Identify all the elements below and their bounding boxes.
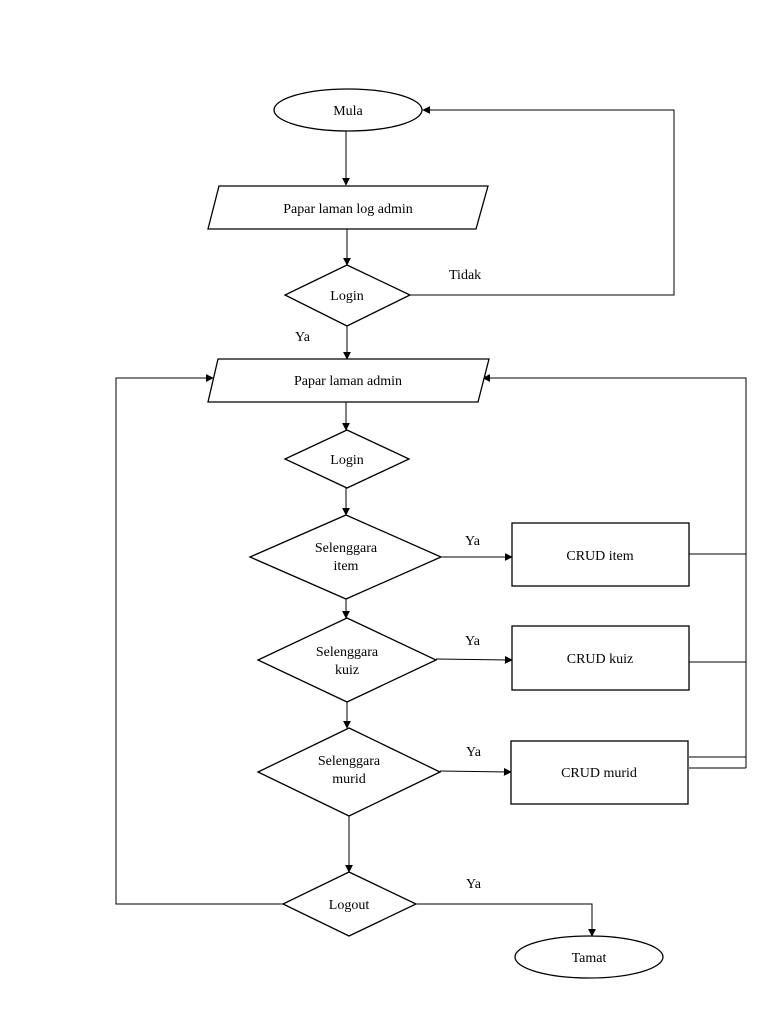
manage-student-label-line1: Selenggara (318, 754, 381, 769)
manage-item-label-line1: Selenggara (315, 541, 378, 556)
manage-quiz-decision: Selenggara kuiz (256, 617, 438, 703)
edge-label-yes-item: Ya (465, 534, 481, 549)
manage-quiz-label-line2: kuiz (335, 663, 359, 678)
login-decision-2: Login (283, 429, 411, 489)
connectors (115, 106, 747, 937)
crud-quiz-box (511, 625, 690, 691)
end-terminator (514, 935, 664, 979)
edge-label-yes-student: Ya (466, 745, 482, 760)
end-node: Tamat (514, 935, 664, 979)
arrow-manage-student-yes (439, 767, 512, 776)
manage-quiz-diamond (256, 617, 438, 703)
manage-quiz-label-line1: Selenggara (316, 645, 379, 660)
crud-item-box (511, 522, 690, 587)
arrow-manage-quiz-yes (435, 655, 513, 664)
end-label: Tamat (572, 951, 607, 966)
crud-item-label: CRUD item (566, 549, 633, 564)
login-diamond-2 (283, 429, 411, 489)
crud-student-box (510, 740, 689, 805)
login-page-parallelogram (207, 185, 489, 230)
login-label-2: Login (330, 453, 363, 468)
start-label: Mula (333, 104, 363, 119)
manage-item-label-line2: item (334, 559, 359, 574)
login-decision-1: Login (283, 264, 412, 327)
start-node: Mula (273, 88, 423, 132)
edge-labels: Tidak Ya Ya Ya Ya Ya (295, 268, 482, 892)
manage-student-decision: Selenggara murid (256, 727, 442, 817)
manage-item-decision: Selenggara item (248, 514, 443, 600)
crud-student-node: CRUD murid (510, 740, 689, 805)
edge-label-yes-quiz: Ya (465, 634, 481, 649)
edge-label-yes-login: Ya (295, 330, 311, 345)
crud-quiz-label: CRUD kuiz (567, 652, 634, 667)
start-terminator (273, 88, 423, 132)
edge-label-no: Tidak (449, 268, 481, 283)
login-page-label: Papar laman log admin (283, 202, 412, 217)
crud-student-label: CRUD murid (561, 766, 637, 781)
logout-decision: Logout (281, 871, 418, 937)
arrow-logout-yes-to-end (416, 903, 596, 937)
logout-diamond (281, 871, 418, 937)
manage-student-diamond (256, 727, 442, 817)
edge-label-yes-logout: Ya (466, 877, 482, 892)
login-diamond-1 (283, 264, 412, 327)
arrow-logout-no-to-admin-page (115, 374, 283, 905)
arrow-crud-return-to-admin-page (482, 374, 747, 768)
manage-item-diamond (248, 514, 443, 600)
login-label-1: Login (330, 289, 363, 304)
admin-page-label: Papar laman admin (294, 374, 402, 389)
admin-page-node: Papar laman admin (207, 358, 490, 403)
logout-label: Logout (329, 898, 370, 913)
arrow-login-no-to-start (410, 106, 675, 296)
admin-page-parallelogram (207, 358, 490, 403)
manage-student-label-line2: murid (332, 772, 365, 787)
crud-item-node: CRUD item (511, 522, 690, 587)
login-page-node: Papar laman log admin (207, 185, 489, 230)
crud-quiz-node: CRUD kuiz (511, 625, 690, 691)
